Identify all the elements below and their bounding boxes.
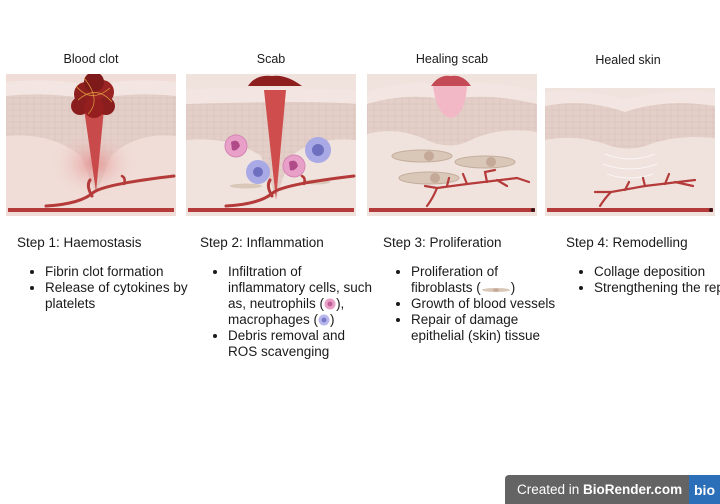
macrophage-cell — [305, 137, 331, 163]
bullet-text: ), macrophages ( — [228, 296, 345, 327]
step-remodelling: Step 4: Remodelling Collage deposition S… — [566, 235, 720, 296]
step-bullets: Fibrin clot formation Release of cytokin… — [17, 264, 192, 312]
bullet-item: Infiltration of inflammatory cells, such… — [228, 264, 375, 328]
bullet-item: Strengthening the repair — [594, 280, 720, 296]
bullet-text: ) — [330, 312, 335, 327]
wound-channel — [264, 90, 286, 200]
fibroblast-icon — [481, 288, 510, 292]
fibroblast-cell — [230, 183, 262, 189]
bullet-item: Debris removal and ROS scavenging — [228, 328, 375, 360]
bullet-text: Proliferation of fibroblasts ( — [411, 264, 499, 295]
healing-scab-illustration — [367, 74, 537, 216]
bullet-item: Fibrin clot formation — [45, 264, 192, 280]
step-proliferation: Step 3: Proliferation Proliferation of f… — [383, 235, 558, 344]
scab-crust — [248, 75, 302, 86]
bullet-item: Release of cytokines by platelets — [45, 280, 192, 312]
badge-prefix: Created in — [517, 482, 584, 497]
step-inflammation: Step 2: Inflammation Infiltration of inf… — [200, 235, 375, 360]
step-heading: Step 2: Inflammation — [200, 235, 324, 250]
wound-channel — [84, 109, 104, 192]
biorender-logo-icon: bio — [689, 475, 720, 504]
clot-mass — [71, 74, 115, 118]
fibroblast-cell — [454, 155, 516, 169]
neutrophil-cell — [282, 154, 306, 178]
bullet-item: Repair of damage epithelial (skin) tissu… — [411, 312, 558, 344]
blood-vessel-sprouts — [423, 168, 531, 208]
panel-title-healing-scab: Healing scab — [415, 52, 489, 66]
bullet-item: Proliferation of fibroblasts () — [411, 264, 558, 296]
bullet-text: Infiltration of inflammatory cells, such… — [228, 264, 373, 311]
step-heading: Step 4: Remodelling — [566, 235, 688, 250]
bullet-item: Collage deposition — [594, 264, 720, 280]
bullet-text: ) — [510, 280, 516, 295]
panel-title-blood-clot: Blood clot — [63, 52, 119, 66]
step-bullets: Collage deposition Strengthening the rep… — [566, 264, 720, 296]
scab-crust — [431, 75, 471, 86]
panel-title-healed-skin: Healed skin — [595, 53, 661, 67]
scab-illustration — [186, 74, 356, 216]
badge-brand: BioRender.com — [583, 482, 683, 497]
blood-vessel — [44, 174, 176, 208]
bullet-item: Growth of blood vessels — [411, 296, 558, 312]
macrophage-cell — [246, 160, 270, 184]
fibroblast-cell — [391, 149, 453, 163]
neutrophil-icon — [324, 298, 336, 310]
badge-text: Created in BioRender.com — [505, 482, 689, 497]
neutrophil-cell — [224, 134, 248, 158]
macrophage-icon — [318, 314, 330, 326]
biorender-badge[interactable]: Created in BioRender.com bio — [505, 475, 720, 504]
vessel-base — [8, 208, 174, 212]
step-bullets: Proliferation of fibroblasts () Growth o… — [383, 264, 558, 344]
step-bullets: Infiltration of inflammatory cells, such… — [200, 264, 375, 360]
healed-skin-illustration — [545, 74, 715, 216]
fibroblast-cell — [398, 171, 460, 185]
panel-title-scab: Scab — [256, 52, 286, 66]
step-heading: Step 1: Haemostasis — [17, 235, 142, 250]
blood-clot-illustration — [6, 74, 176, 216]
healing-tissue — [433, 86, 467, 118]
step-heading: Step 3: Proliferation — [383, 235, 502, 250]
collagen-fibers — [602, 153, 658, 179]
step-haemostasis: Step 1: Haemostasis Fibrin clot formatio… — [17, 235, 192, 312]
